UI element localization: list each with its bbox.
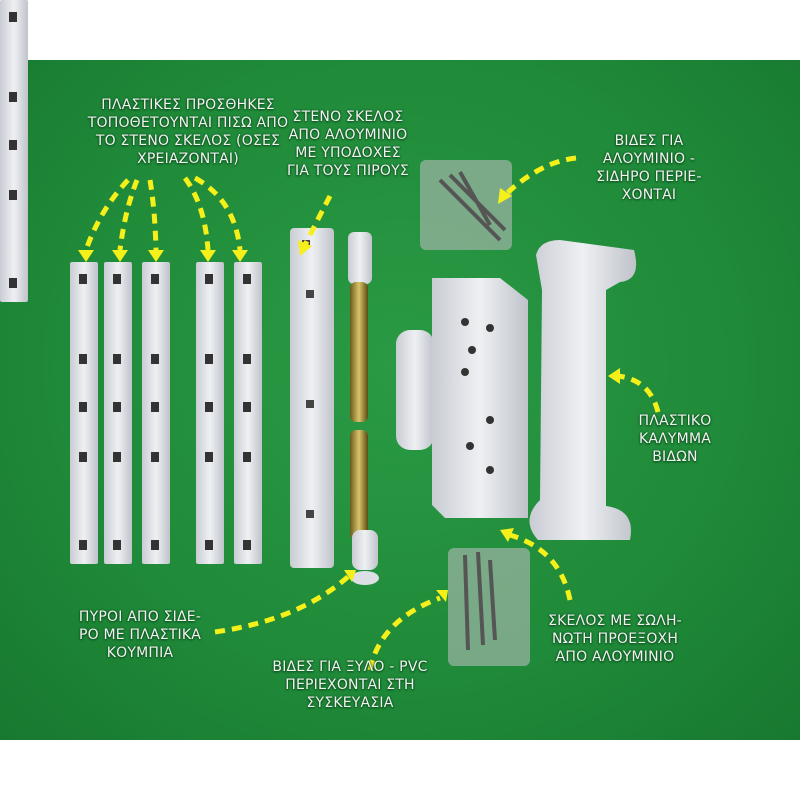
tubular-leg [396, 278, 528, 518]
label-pins: ΠΥΡΟΙ ΑΠΟ ΣΙΔΕ- ΡΟ ΜΕ ΠΛΑΣΤΙΚΑ ΚΟΥΜΠΙΑ [78, 609, 202, 661]
label-tubular-leg: ΣΚΕΛΟΣ ΜΕ ΣΩΛΗ- ΝΩΤΗ ΠΡΟΕΞΟΧΗ ΑΠΟ ΑΛΟΥΜΙ… [548, 613, 682, 665]
screw-bag-wood [448, 548, 530, 666]
callout-arrows [83, 155, 661, 671]
iron-pins [348, 232, 379, 585]
label-plastic-cover: ΠΛΑΣΤΙΚΟ ΚΑΛΥΜΜΑ ΒΙΔΩΝ [638, 413, 712, 465]
label-wood-screws: ΒΙΔΕΣ ΓΙΑ ΞΥΛΟ - PVC ΠΕΡΙΕΧΟΝΤΑΙ ΣΤΗ ΣΥΣ… [272, 659, 428, 711]
label-metal-screws: ΒΙΔΕΣ ΓΙΑ ΑΛΟΥΜΙΝΙΟ - ΣΙΔΗΡΟ ΠΕΡΙΕ- ΧΟΝΤ… [596, 133, 702, 203]
label-narrow-leg: ΣΤΕΝΟ ΣΚΕΛΟΣ ΑΠΟ ΑΛΟΥΜΙΝΙΟ ΜΕ ΥΠΟΔΟΧΕΣ Γ… [287, 109, 409, 179]
arrowheads [78, 188, 620, 602]
label-plastic-inserts: ΠΛΑΣΤΙΚΕΣ ΠΡΟΣΘΗΚΕΣ ΤΟΠΟΘΕΤΟΥΝΤΑΙ ΠΙΣΩ Α… [87, 97, 289, 167]
plastic-insert-strips [0, 0, 262, 564]
screw-bag-metal [420, 160, 512, 250]
narrow-aluminium-leg [290, 228, 334, 568]
plastic-screw-cover [529, 240, 637, 540]
